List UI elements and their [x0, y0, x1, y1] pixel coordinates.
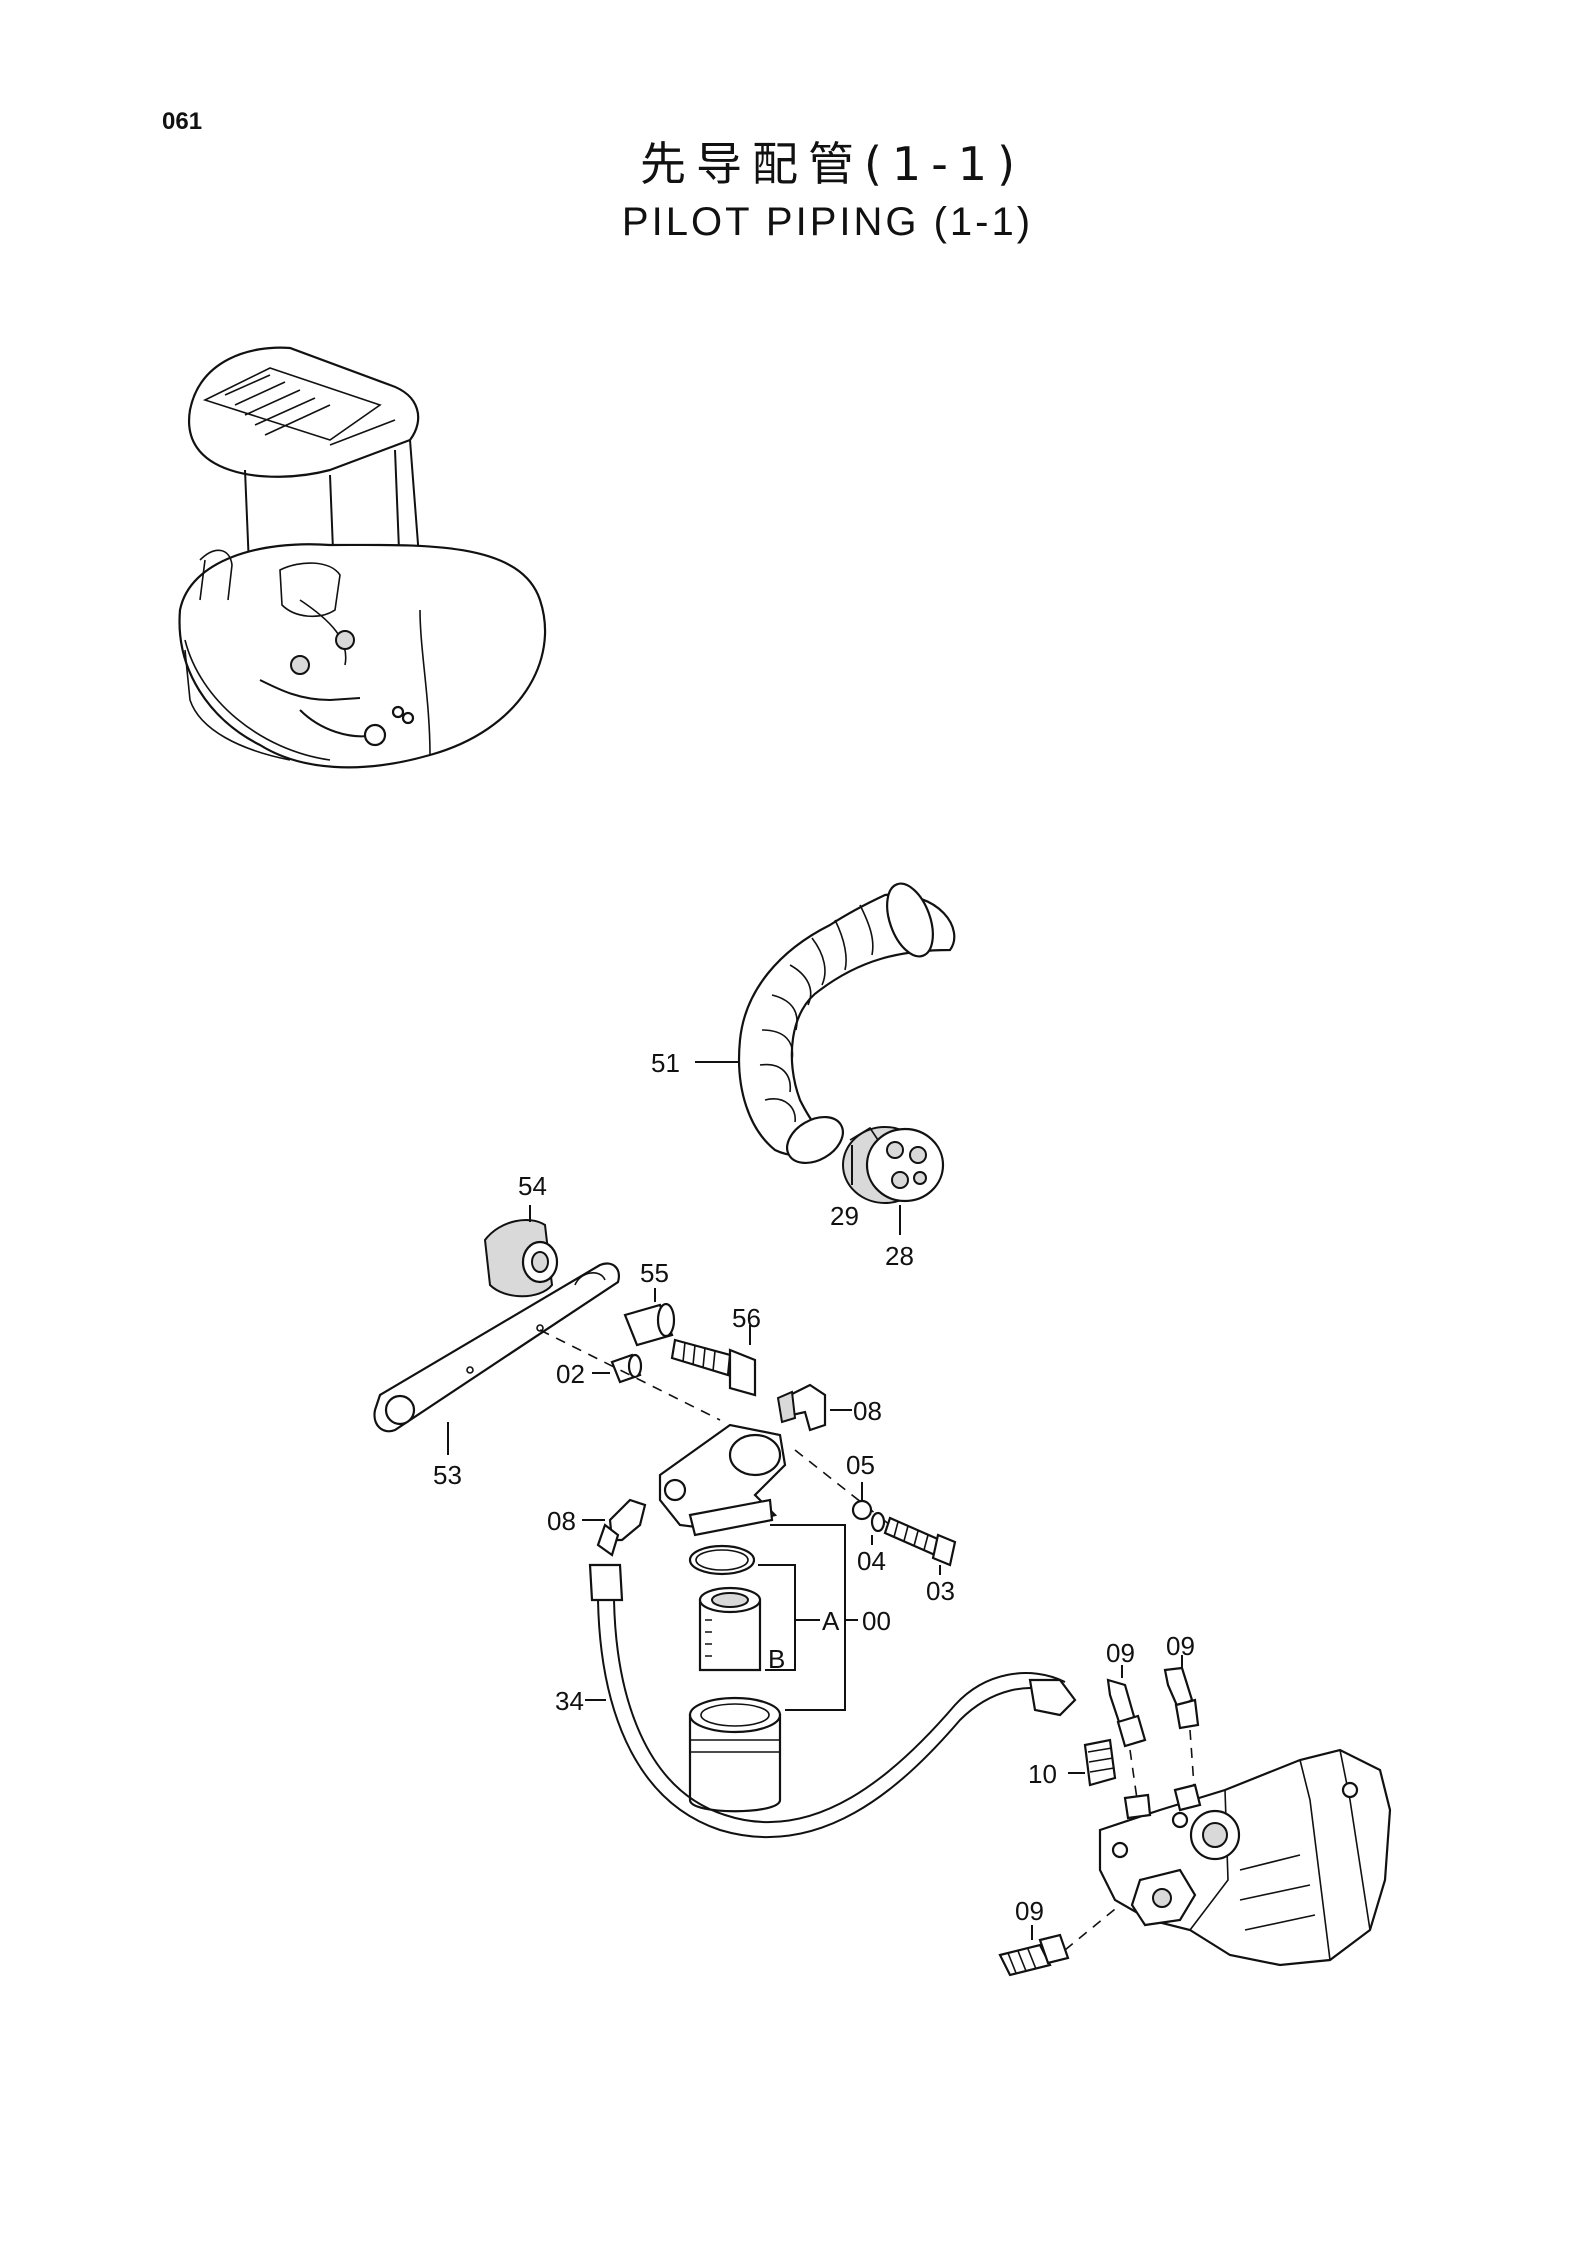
callout-09-b: 09: [1166, 1631, 1195, 1661]
filter-o-ring: [688, 1544, 756, 1576]
part-53-bracket: [373, 1262, 620, 1433]
filter-element: [698, 1586, 762, 1672]
part-54-rubber-mount: [483, 1219, 559, 1298]
callout-05: 05: [846, 1450, 875, 1480]
part-51-hose: [738, 882, 956, 1165]
callout-04: 04: [857, 1546, 886, 1576]
part-55-collar: [623, 1302, 676, 1347]
part-34-hose: [588, 1563, 1077, 1839]
callout-54: 54: [518, 1171, 547, 1201]
callout-00: 00: [862, 1606, 891, 1636]
part-09-elbow-b: [1163, 1666, 1200, 1730]
part-56-bolt: [670, 1338, 757, 1397]
callout-08-upper: 08: [853, 1396, 882, 1426]
part-02-spacer: [610, 1353, 643, 1384]
filter-canister: [688, 1696, 782, 1813]
callout-08-left: 08: [547, 1506, 576, 1536]
part-04-lockwasher: [870, 1511, 886, 1533]
part-03-bolt: [883, 1516, 957, 1567]
callout-02: 02: [556, 1359, 585, 1389]
page-number: 061: [162, 108, 203, 135]
callout-29: 29: [830, 1201, 859, 1231]
callout-56: 56: [732, 1303, 761, 1333]
callout-34: 34: [555, 1686, 584, 1716]
part-09-fitting-lower: [998, 1933, 1070, 1977]
part-09-elbow-a: [1106, 1678, 1147, 1748]
part-05-washer: [851, 1499, 873, 1521]
part-28-adapter: [842, 1126, 945, 1204]
part-08-elbow-upper: [776, 1383, 827, 1432]
callout-09-a: 09: [1106, 1638, 1135, 1668]
part-08-elbow-left: [596, 1498, 647, 1557]
title-chinese: 先导配管(1-1): [639, 137, 1026, 191]
callout-03: 03: [926, 1576, 955, 1606]
callout-09-c: 09: [1015, 1896, 1044, 1926]
filter-head: [658, 1423, 787, 1537]
callout-55: 55: [640, 1258, 669, 1288]
assembly-brackets: [758, 1524, 858, 1711]
callout-10: 10: [1028, 1759, 1057, 1789]
callout-51: 51: [651, 1048, 680, 1078]
callout-B: B: [768, 1644, 785, 1674]
callout-53: 53: [433, 1460, 462, 1490]
callout-28: 28: [885, 1241, 914, 1271]
machine-overview-illustration: [178, 346, 547, 769]
part-10-adapter: [1083, 1738, 1117, 1787]
callout-A: A: [822, 1606, 840, 1636]
title-english: PILOT PIPING (1-1): [621, 200, 1034, 244]
pilot-pump-assembly: [1098, 1748, 1392, 1967]
